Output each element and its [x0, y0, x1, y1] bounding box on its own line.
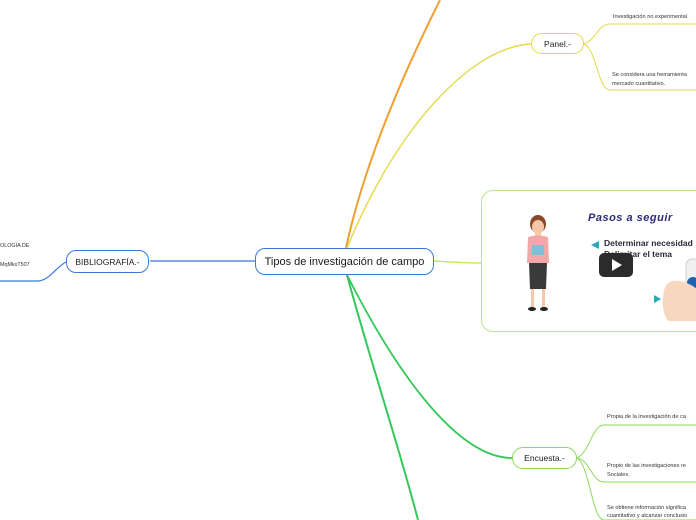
pointer-triangle-icon-2 [654, 295, 661, 303]
connector-central-encuesta [346, 274, 513, 459]
encuesta-leaf-3-line-2[interactable]: cuantitativo y alcanzar conclusio [607, 513, 688, 519]
encuesta-leaf-3-line-1[interactable]: Se obtiene información significa [607, 505, 686, 511]
encuesta-node[interactable]: Encuesta.- [512, 447, 577, 469]
hand-marker-illustration [662, 258, 696, 321]
panel-leaf-2-line-2[interactable]: mercado cuantitativo. [612, 81, 666, 87]
panel-node[interactable]: Panel.- [531, 33, 584, 54]
connector-green-down [346, 274, 419, 520]
central-topic-node[interactable]: Tipos de investigación de campo [255, 248, 434, 275]
connector-bibliography-leaf [0, 261, 67, 282]
bibliography-text-2[interactable]: MqMkxT507 [0, 262, 30, 268]
connector-panel-leaf-1 [583, 23, 696, 45]
bibliography-text-1[interactable]: OLOGÍA DE [0, 243, 30, 249]
video-line-2: Delimitar el tema [604, 249, 673, 259]
connector-orange-branch [345, 0, 441, 249]
video-title: Pasos a seguir [588, 212, 673, 224]
woman-illustration [527, 215, 549, 311]
video-line-1: Determinar necesidad [604, 238, 693, 248]
pointer-triangle-icon [591, 241, 599, 249]
bibliography-node[interactable]: BIBLIOGRAFÍA.- [66, 250, 149, 273]
connector-encuesta-leaf-2 [576, 457, 696, 483]
video-thumbnail[interactable]: Pasos a seguir Determinar necesidad Deli… [496, 201, 696, 321]
panel-leaf-2-line-1[interactable]: Se considera una herramienta [612, 72, 687, 78]
encuesta-leaf-2-line-1[interactable]: Propio de las investigaciones re [607, 463, 686, 469]
connector-panel-leaf-2 [583, 43, 696, 91]
video-embed-card[interactable]: Pasos a seguir Determinar necesidad Deli… [481, 190, 696, 332]
encuesta-leaf-1[interactable]: Propia de la investigación de ca [607, 414, 686, 420]
play-button-icon[interactable] [599, 253, 633, 277]
connector-central-video [433, 260, 482, 264]
encuesta-leaf-2-line-2[interactable]: Sociales. [607, 472, 630, 478]
connector-central-panel [346, 43, 532, 249]
connector-encuesta-leaf-1 [576, 424, 696, 459]
panel-leaf-1[interactable]: Investigación no experimental [613, 14, 688, 20]
